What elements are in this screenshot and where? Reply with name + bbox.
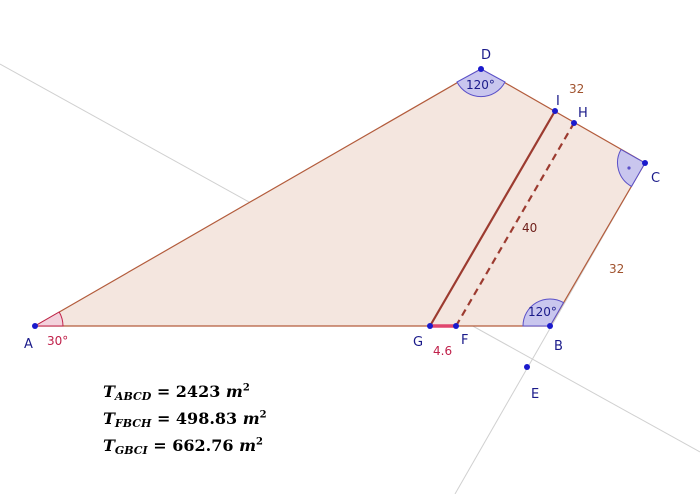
label-c: C: [651, 171, 660, 186]
area-exponent: 2: [242, 382, 250, 394]
area-symbol: T: [103, 409, 115, 428]
point-d[interactable]: [478, 66, 484, 72]
length-label-bc: 32: [609, 262, 624, 276]
area-exponent: 2: [256, 436, 263, 448]
angle-marker-a: [33, 311, 64, 327]
area-symbol: T: [103, 436, 115, 455]
angle-label-d: 120°: [466, 78, 495, 92]
length-label-gf: 4.6: [433, 344, 452, 358]
right-angle-dot-c: [627, 166, 631, 170]
angle-marker-b: [522, 298, 565, 327]
point-f[interactable]: [453, 323, 459, 329]
label-b: B: [554, 339, 563, 354]
area-subscript: FBCH: [114, 417, 152, 430]
area-unit: m: [239, 436, 256, 455]
area-value: 662.76: [172, 436, 234, 455]
area-unit: m: [225, 382, 243, 401]
quadrilateral-abcd: [32, 68, 646, 327]
point-a[interactable]: [32, 323, 38, 329]
point-b[interactable]: [547, 323, 553, 329]
area-formula-gbci: TGBCI = 662.76 m2: [103, 436, 263, 457]
angle-label-a: 30°: [47, 334, 68, 348]
segment-ig: [429, 110, 556, 327]
area-formula-fbch: TFBCH = 498.83 m2: [103, 409, 267, 430]
area-subscript: ABCD: [114, 390, 152, 403]
area-value: 498.83: [175, 409, 238, 428]
area-unit: m: [242, 409, 260, 428]
length-label-dc: 32: [569, 82, 584, 96]
angle-marker-d: [456, 68, 506, 98]
area-symbol: T: [103, 382, 115, 401]
area-value: 2423: [175, 382, 221, 401]
length-label-ig: 40: [522, 221, 537, 235]
label-i: I: [556, 94, 560, 109]
point-h[interactable]: [571, 120, 577, 126]
point-i[interactable]: [552, 108, 558, 114]
label-g: G: [413, 335, 423, 350]
segment-fh-dashed: [455, 122, 575, 327]
label-d: D: [481, 48, 491, 63]
point-g[interactable]: [427, 323, 433, 329]
area-subscript: GBCI: [114, 444, 148, 457]
angle-marker-c: [617, 148, 646, 188]
area-exponent: 2: [259, 409, 267, 421]
point-e[interactable]: [524, 364, 530, 370]
label-h: H: [578, 106, 588, 121]
area-formula-abcd: TABCD = 2423 m2: [103, 382, 250, 403]
angle-label-b: 120°: [528, 305, 557, 319]
label-a: A: [24, 337, 33, 352]
point-c[interactable]: [642, 160, 648, 166]
label-f: F: [461, 333, 468, 348]
label-e: E: [531, 387, 539, 402]
